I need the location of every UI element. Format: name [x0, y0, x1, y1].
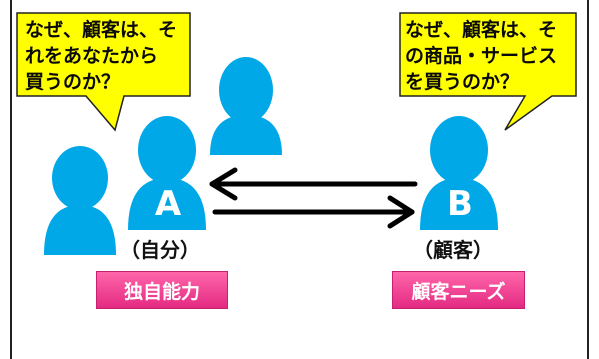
person-a-icon [128, 116, 206, 230]
arrow-to-self [209, 167, 418, 201]
customer-tag: 顧客ニーズ [392, 271, 525, 309]
bubble-left-text: なぜ、顧客は、そ れをあなたから 買うのか？ [25, 19, 178, 93]
person-a-letter: A [154, 184, 182, 224]
bubble-right-text: なぜ、顧客は、そ の商品・サービス を買うのか？ [405, 19, 558, 93]
speech-bubble-left [16, 12, 191, 132]
customer-caption: （顧客） [413, 238, 493, 262]
self-caption: （自分） [120, 238, 200, 262]
frame-left-border [10, 0, 12, 359]
person-b-icon [420, 116, 498, 230]
person-back-top-icon [210, 57, 282, 155]
person-back-left-icon [44, 146, 116, 255]
self-tag: 独自能力 [96, 271, 228, 309]
speech-bubble-right [399, 12, 577, 131]
person-b-letter: B [447, 184, 473, 224]
frame-right-border [587, 0, 589, 359]
arrow-to-customer [212, 195, 415, 229]
